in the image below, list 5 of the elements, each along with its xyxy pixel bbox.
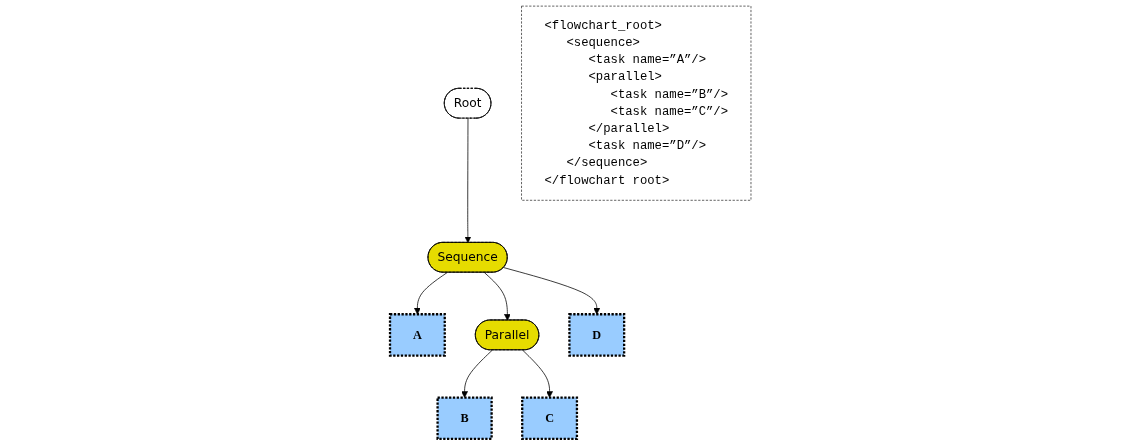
node-box: C [521,396,579,441]
node-box: A [388,313,446,357]
node-box: B [436,396,493,441]
node-box: <flowchart_root> <sequence> <task name=”A”/> <parallel> <task name=”B”/> <task name=”C”/> </parallel> <task name=”D”/> </sequence> </flowchart root> [521,5,752,201]
node-box: D [568,313,626,357]
